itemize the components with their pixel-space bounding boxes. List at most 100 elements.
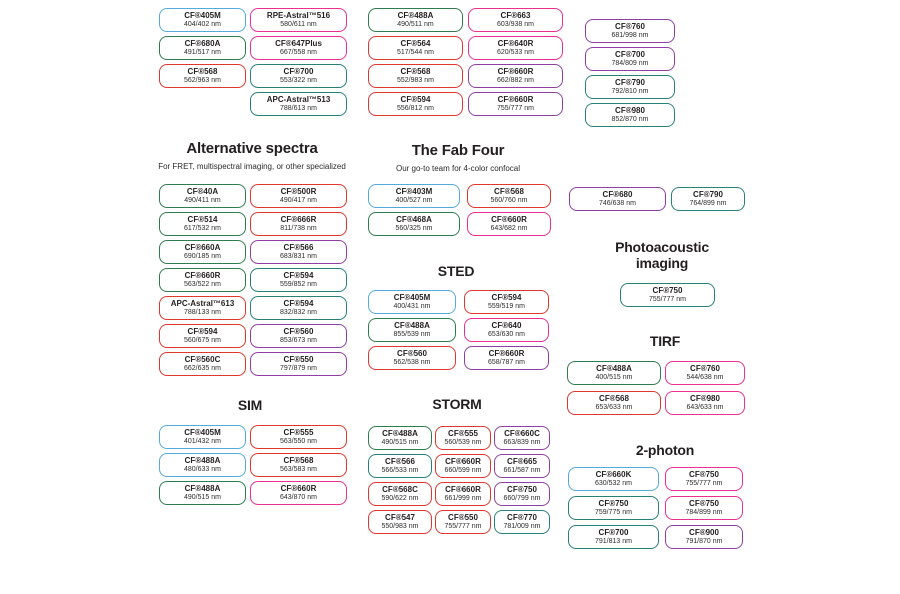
dye-wavelengths: 784/899 nm xyxy=(685,508,723,516)
dye-name: CF®980 xyxy=(690,393,720,403)
dye-name: CF®790 xyxy=(615,77,645,87)
dye-wavelengths: 630/532 nm xyxy=(595,479,632,487)
dye-name: CF®566 xyxy=(385,456,415,466)
dye-wavelengths: 617/532 nm xyxy=(184,224,221,232)
dye-name: CF®660C xyxy=(504,428,540,438)
dye-wavelengths: 490/515 nm xyxy=(184,493,221,501)
dye-name: CF®594 xyxy=(187,326,218,336)
dye-wavelengths: 559/519 nm xyxy=(488,302,525,310)
dye-name: CF®750 xyxy=(598,498,629,508)
dye-name: CF®403M xyxy=(395,186,433,196)
dye-name: CF®488A xyxy=(397,10,434,20)
dye-name: CF®568 xyxy=(400,66,431,76)
dye-name: CF®550 xyxy=(448,512,478,522)
dye-wavelengths: 563/583 nm xyxy=(280,465,317,473)
dye-name: CF®568 xyxy=(283,455,314,465)
dye-name: CF®660R xyxy=(497,94,534,104)
dye-name: CF®568 xyxy=(494,186,524,196)
dye-wavelengths: 490/417 nm xyxy=(280,196,317,204)
dye-name: CF®700 xyxy=(615,49,645,59)
dye-wavelengths: 517/544 nm xyxy=(397,48,434,56)
dye-wavelengths: 853/673 nm xyxy=(280,336,317,344)
dye-wavelengths: 791/870 nm xyxy=(685,537,723,545)
section-title-fab-four: The Fab Four xyxy=(411,142,505,159)
dye-name: CF®660K xyxy=(595,469,632,479)
dye-name: CF®488A xyxy=(184,455,221,465)
dye-name: CF®666R xyxy=(280,214,317,224)
dye-wavelengths: 852/870 nm xyxy=(611,115,649,123)
dye-wavelengths: 400/515 nm xyxy=(595,373,633,381)
dye-wavelengths: 690/185 nm xyxy=(184,252,221,260)
dye-name: CF®680 xyxy=(602,189,633,199)
dye-name: CF®760 xyxy=(690,363,720,373)
dye-name: CF®750 xyxy=(652,285,683,295)
dye-name: CF®660R xyxy=(497,66,534,76)
dye-name: CF®405M xyxy=(184,10,221,20)
dye-name: CF®468A xyxy=(396,214,432,224)
dye-name: CF®750 xyxy=(689,498,719,508)
section-title-alternative-spectra: Alternative spectra xyxy=(186,140,318,157)
dye-name: CF®555 xyxy=(448,428,478,438)
dye-wavelengths: 781/009 nm xyxy=(503,522,541,530)
dye-wavelengths: 784/809 nm xyxy=(611,59,649,67)
dye-name: CF®900 xyxy=(689,527,719,537)
dye-wavelengths: 643/870 nm xyxy=(280,493,317,501)
dye-name: CF®594 xyxy=(491,292,522,302)
dye-wavelengths: 653/630 nm xyxy=(488,330,525,338)
dye-wavelengths: 788/133 nm xyxy=(184,308,221,316)
dye-name: CF®663 xyxy=(500,10,531,20)
dye-wavelengths: 797/879 nm xyxy=(280,364,317,372)
dye-name: CF®568C xyxy=(382,484,418,494)
dye-wavelengths: 404/402 nm xyxy=(184,20,221,28)
dye-wavelengths: 562/538 nm xyxy=(393,358,431,366)
dye-name: CF®566 xyxy=(283,242,314,252)
dye-wavelengths: 661/587 nm xyxy=(503,466,541,474)
dye-wavelengths: 491/517 nm xyxy=(184,48,221,56)
dye-wavelengths: 811/738 nm xyxy=(280,224,317,232)
dye-name: CF®640 xyxy=(491,320,522,330)
dye-name: CF®550 xyxy=(283,354,314,364)
dye-name: CF®594 xyxy=(400,94,431,104)
dye-wavelengths: 559/852 nm xyxy=(280,280,317,288)
dye-wavelengths: 755/777 nm xyxy=(649,295,686,303)
dye-wavelengths: 552/983 nm xyxy=(397,76,434,84)
dye-name: CF®560 xyxy=(397,348,427,358)
dye-wavelengths: 662/635 nm xyxy=(184,364,221,372)
